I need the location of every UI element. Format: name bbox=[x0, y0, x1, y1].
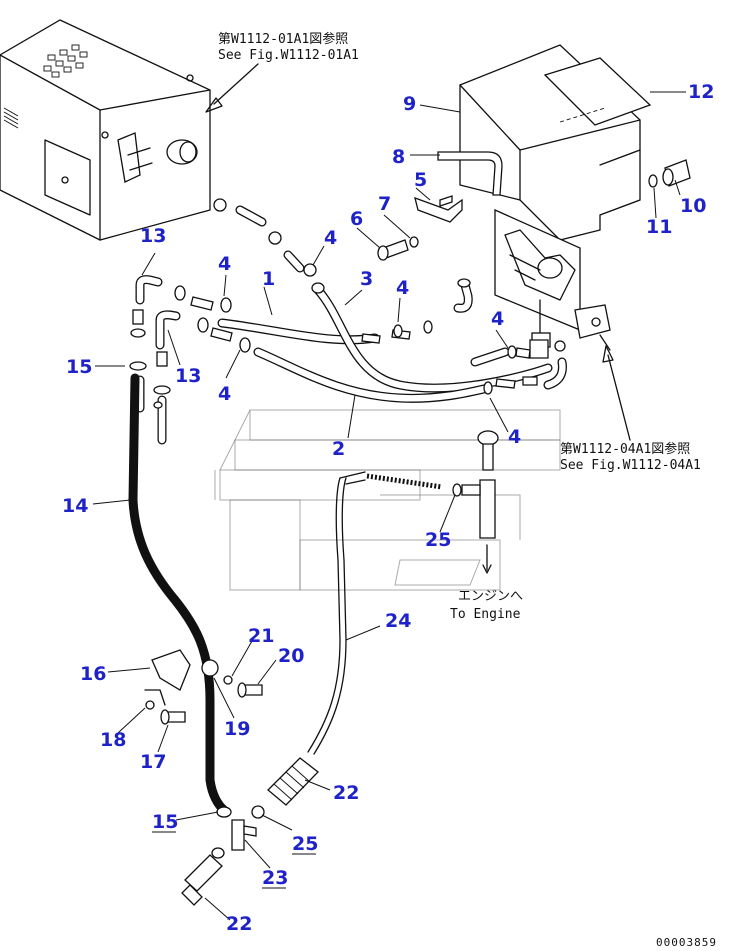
callout-23: 23 bbox=[262, 867, 288, 889]
leader-lines bbox=[92, 91, 686, 921]
callout-15-a: 15 bbox=[66, 356, 92, 378]
callout-2: 2 bbox=[332, 438, 345, 460]
callout-4-d: 4 bbox=[396, 277, 409, 299]
heater-grille bbox=[43, 44, 88, 78]
engine-note-jp: エンジンへ bbox=[458, 589, 523, 604]
fittings bbox=[129, 198, 566, 906]
ref-right-jp: 第W1112-04A1図参照 bbox=[560, 441, 690, 457]
callout-13-a: 13 bbox=[140, 225, 166, 247]
callout-14: 14 bbox=[62, 495, 88, 517]
callout-19: 19 bbox=[224, 718, 250, 740]
callout-8: 8 bbox=[392, 146, 405, 168]
callout-22-a: 22 bbox=[333, 782, 359, 804]
callout-25-a: 25 bbox=[425, 529, 451, 551]
callout-18: 18 bbox=[100, 729, 126, 751]
callout-21: 21 bbox=[248, 625, 274, 647]
hoses bbox=[128, 205, 567, 815]
heater-unit bbox=[0, 19, 211, 241]
callout-4-e: 4 bbox=[491, 308, 504, 330]
callout-5: 5 bbox=[414, 169, 427, 191]
callout-12: 12 bbox=[688, 81, 714, 103]
reference-notes: 第W1112-01A1図参照 See Fig.W1112-01A1 第W1112… bbox=[205, 31, 701, 622]
callout-20: 20 bbox=[278, 645, 304, 667]
engine-note-en: To Engine bbox=[450, 607, 521, 622]
callout-7: 7 bbox=[378, 193, 391, 215]
callout-4-b: 4 bbox=[218, 253, 231, 275]
callout-4-f: 4 bbox=[508, 426, 521, 448]
drawing-number: 00003859 bbox=[656, 936, 717, 949]
callout-3: 3 bbox=[360, 268, 373, 290]
ref-top-en: See Fig.W1112-01A1 bbox=[218, 48, 359, 63]
cover-assembly bbox=[377, 44, 691, 351]
callout-15-b: 15 bbox=[152, 811, 178, 833]
callout-9: 9 bbox=[403, 93, 416, 115]
callout-11: 11 bbox=[646, 216, 672, 238]
ref-right-en: See Fig.W1112-04A1 bbox=[560, 458, 701, 473]
callout-13-b: 13 bbox=[175, 365, 201, 387]
callout-6: 6 bbox=[350, 208, 363, 230]
callout-4-c: 4 bbox=[218, 383, 231, 405]
callout-17: 17 bbox=[140, 751, 166, 773]
callout-1: 1 bbox=[262, 268, 275, 290]
callout-16: 16 bbox=[80, 663, 106, 685]
callout-25-b: 25 bbox=[292, 833, 318, 855]
callout-10: 10 bbox=[680, 195, 706, 217]
callout-22-b: 22 bbox=[226, 913, 252, 935]
background-frame-outline bbox=[214, 409, 561, 591]
callout-labels: 1 2 3 4 4 4 4 4 4 5 6 7 8 9 10 11 12 13 … bbox=[62, 81, 714, 935]
callout-24: 24 bbox=[385, 610, 411, 632]
callout-4-a: 4 bbox=[324, 227, 337, 249]
ref-top-jp: 第W1112-01A1図参照 bbox=[218, 31, 348, 47]
